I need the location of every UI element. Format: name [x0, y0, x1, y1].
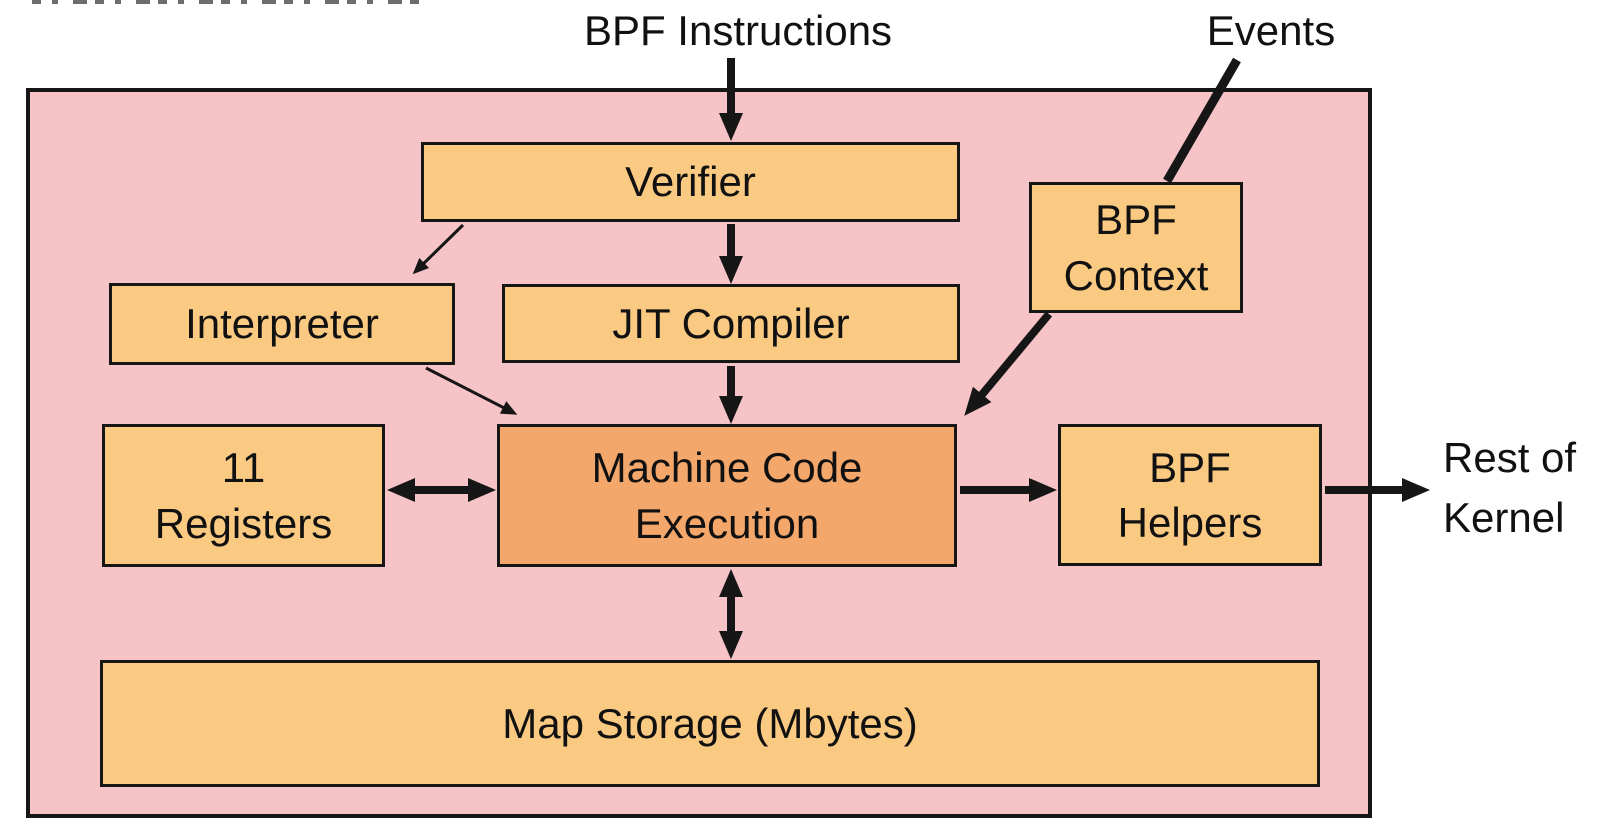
node-jit-compiler: JIT Compiler [502, 284, 960, 363]
label-rest-of-kernel-line1: Rest of [1443, 434, 1577, 481]
cropped-text-artifact [32, 0, 424, 4]
node-machine-code-execution-label-line1: Machine Code [591, 444, 863, 492]
node-verifier: Verifier [421, 142, 960, 222]
node-bpf-helpers-label-line2: Helpers [1117, 499, 1263, 546]
node-11-registers: 11 Registers [102, 424, 385, 567]
node-bpf-context-label-line2: Context [1063, 251, 1209, 299]
node-map-storage: Map Storage (Mbytes) [100, 660, 1320, 787]
node-verifier-label: Verifier [625, 158, 756, 206]
node-bpf-helpers: BPF Helpers [1058, 424, 1322, 566]
label-rest-of-kernel: Rest of Kernel [1443, 428, 1576, 547]
node-bpf-context: BPF Context [1029, 182, 1243, 313]
node-interpreter-label: Interpreter [185, 300, 379, 348]
node-bpf-helpers-label-line1: BPF [1149, 443, 1231, 491]
label-bpf-instructions: BPF Instructions [583, 7, 893, 54]
node-11-registers-label-line2: Registers [154, 499, 333, 547]
node-jit-compiler-label: JIT Compiler [612, 299, 850, 347]
node-11-registers-label-line1: 11 [221, 444, 266, 492]
label-events: Events [1206, 7, 1336, 54]
label-rest-of-kernel-line2: Kernel [1443, 493, 1565, 541]
node-map-storage-label: Map Storage (Mbytes) [502, 699, 918, 747]
node-bpf-context-label-line1: BPF [1095, 196, 1177, 244]
node-machine-code-execution-label-line2: Execution [634, 499, 820, 547]
node-interpreter: Interpreter [109, 283, 455, 365]
node-machine-code-execution: Machine Code Execution [497, 424, 957, 567]
